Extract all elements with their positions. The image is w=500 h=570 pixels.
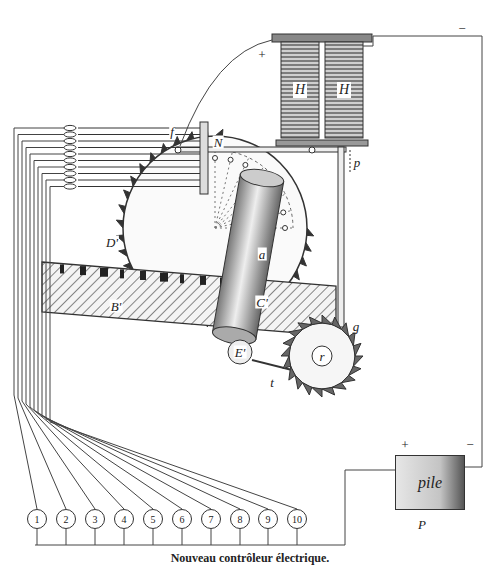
terminal-number: 9 (266, 514, 271, 525)
terminal-circle: 4 (114, 509, 134, 529)
part-label: P (417, 518, 427, 531)
battery-box: pile (395, 455, 465, 510)
wire-bank (64, 122, 208, 194)
commutator-cylinder (211, 166, 285, 347)
part-label: − (457, 22, 468, 35)
part-label: C' (255, 296, 268, 309)
part-label: t (269, 376, 275, 389)
terminal-number: 7 (209, 514, 214, 525)
terminal-number: 5 (151, 514, 156, 525)
part-letter: H (293, 82, 307, 98)
terminal-circle: 2 (56, 509, 76, 529)
terminal-number: 4 (122, 514, 127, 525)
part-label: + (400, 438, 411, 451)
terminal-number: 8 (238, 514, 243, 525)
terminal-number: 6 (180, 514, 185, 525)
part-label: + (257, 48, 268, 61)
part-label: p (353, 156, 362, 169)
part-label: r (318, 350, 325, 363)
magnet-coil: H (281, 42, 319, 138)
part-label: N (213, 136, 224, 149)
battery-wire (363, 36, 482, 467)
part-letter: pile (418, 474, 442, 492)
part-letter: H (337, 82, 351, 98)
part-label: E' (234, 346, 247, 359)
terminal-circle: 6 (172, 509, 192, 529)
part-label: D' (105, 236, 119, 249)
terminal-circle: 8 (230, 509, 250, 529)
electromagnet (272, 34, 372, 146)
terminal-number: 2 (64, 514, 69, 525)
terminal-circle: 1 (27, 509, 47, 529)
magnet-coil: H (325, 42, 363, 138)
terminal-number: 10 (292, 514, 302, 525)
terminal-number: 3 (93, 514, 98, 525)
part-label: f (169, 125, 175, 138)
terminal-circle: 3 (85, 509, 105, 529)
terminal-circle: 9 (258, 509, 278, 529)
terminal-circle: 5 (143, 509, 163, 529)
ratchet-wheel (281, 315, 363, 397)
caption: Nouveau contrôleur électrique. (0, 551, 500, 566)
terminal-number: 1 (35, 514, 40, 525)
hatched-bar (42, 262, 336, 336)
terminal-circle: 10 (287, 509, 307, 529)
wiring (14, 40, 395, 545)
part-label: a (258, 248, 267, 261)
terminal-circle: 7 (201, 509, 221, 529)
part-label: B' (110, 300, 123, 313)
part-label: − (465, 438, 476, 451)
part-label: g (352, 320, 361, 333)
